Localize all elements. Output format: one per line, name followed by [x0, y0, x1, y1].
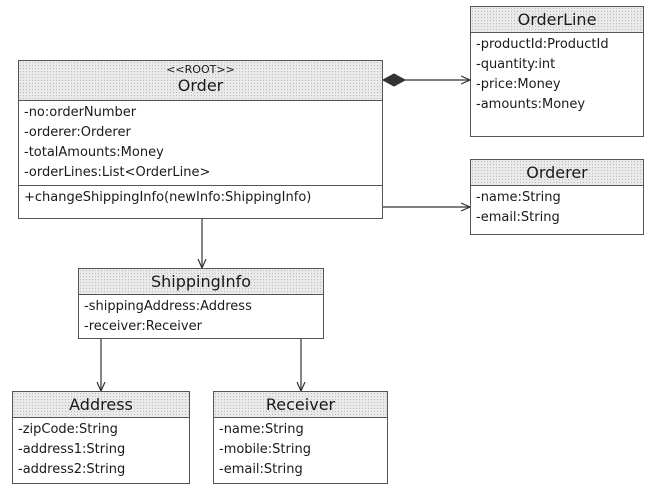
class-order: <<ROOT>> Order -no:orderNumber -orderer:…: [18, 60, 383, 219]
class-order-stereotype: <<ROOT>>: [166, 63, 235, 76]
attribute: -quantity:int: [476, 57, 556, 72]
class-shippinginfo-attributes: -shippingAddress:Address -receiver:Recei…: [79, 295, 323, 339]
attribute: -name:String: [476, 190, 561, 205]
composition-diamond: [381, 73, 407, 87]
attribute: -orderLines:List<OrderLine>: [24, 165, 211, 180]
attribute: -mobile:String: [219, 442, 311, 457]
class-orderer: Orderer -name:String -email:String: [470, 159, 644, 235]
attribute: -orderer:Orderer: [24, 125, 131, 140]
attribute: -address2:String: [18, 462, 126, 477]
class-shippinginfo-name: ShippingInfo: [150, 272, 252, 291]
class-order-name: Order: [177, 76, 224, 95]
attribute: -shippingAddress:Address: [84, 299, 252, 314]
class-orderer-name: Orderer: [526, 163, 588, 182]
class-order-attributes: -no:orderNumber -orderer:Orderer -totalA…: [19, 101, 382, 185]
attribute: -price:Money: [476, 77, 561, 92]
class-address: Address -zipCode:String -address1:String…: [12, 391, 190, 484]
class-orderer-attributes: -name:String -email:String: [471, 186, 643, 230]
class-orderer-header: Orderer: [471, 160, 643, 186]
attribute: -totalAmounts:Money: [24, 145, 164, 160]
attribute: -email:String: [219, 462, 303, 477]
class-receiver-header: Receiver: [214, 392, 387, 418]
attribute: -amounts:Money: [476, 97, 586, 112]
attribute: -address1:String: [18, 442, 126, 457]
attribute: -email:String: [476, 210, 560, 225]
class-order-header: <<ROOT>> Order: [19, 61, 382, 101]
attribute: -no:orderNumber: [24, 105, 137, 120]
attribute: -name:String: [219, 422, 304, 437]
class-orderline-attributes: -productId:ProductId -quantity:int -pric…: [471, 33, 643, 117]
operation: +changeShippingInfo(newInfo:ShippingInfo…: [24, 190, 312, 205]
class-orderline-header: OrderLine: [471, 7, 643, 33]
class-receiver-name: Receiver: [265, 395, 336, 414]
attribute: -productId:ProductId: [476, 37, 609, 52]
attribute: -receiver:Receiver: [84, 319, 202, 334]
class-orderline-name: OrderLine: [517, 10, 597, 29]
class-receiver: Receiver -name:String -mobile:String -em…: [213, 391, 388, 484]
class-shippinginfo: ShippingInfo -shippingAddress:Address -r…: [78, 268, 324, 339]
class-address-header: Address: [13, 392, 189, 418]
class-address-attributes: -zipCode:String -address1:String -addres…: [13, 418, 189, 482]
class-receiver-attributes: -name:String -mobile:String -email:Strin…: [214, 418, 387, 482]
class-address-name: Address: [69, 395, 133, 414]
class-orderline: OrderLine -productId:ProductId -quantity…: [470, 6, 644, 137]
class-order-operations: +changeShippingInfo(newInfo:ShippingInfo…: [19, 185, 382, 210]
class-shippinginfo-header: ShippingInfo: [79, 269, 323, 295]
attribute: -zipCode:String: [18, 422, 118, 437]
